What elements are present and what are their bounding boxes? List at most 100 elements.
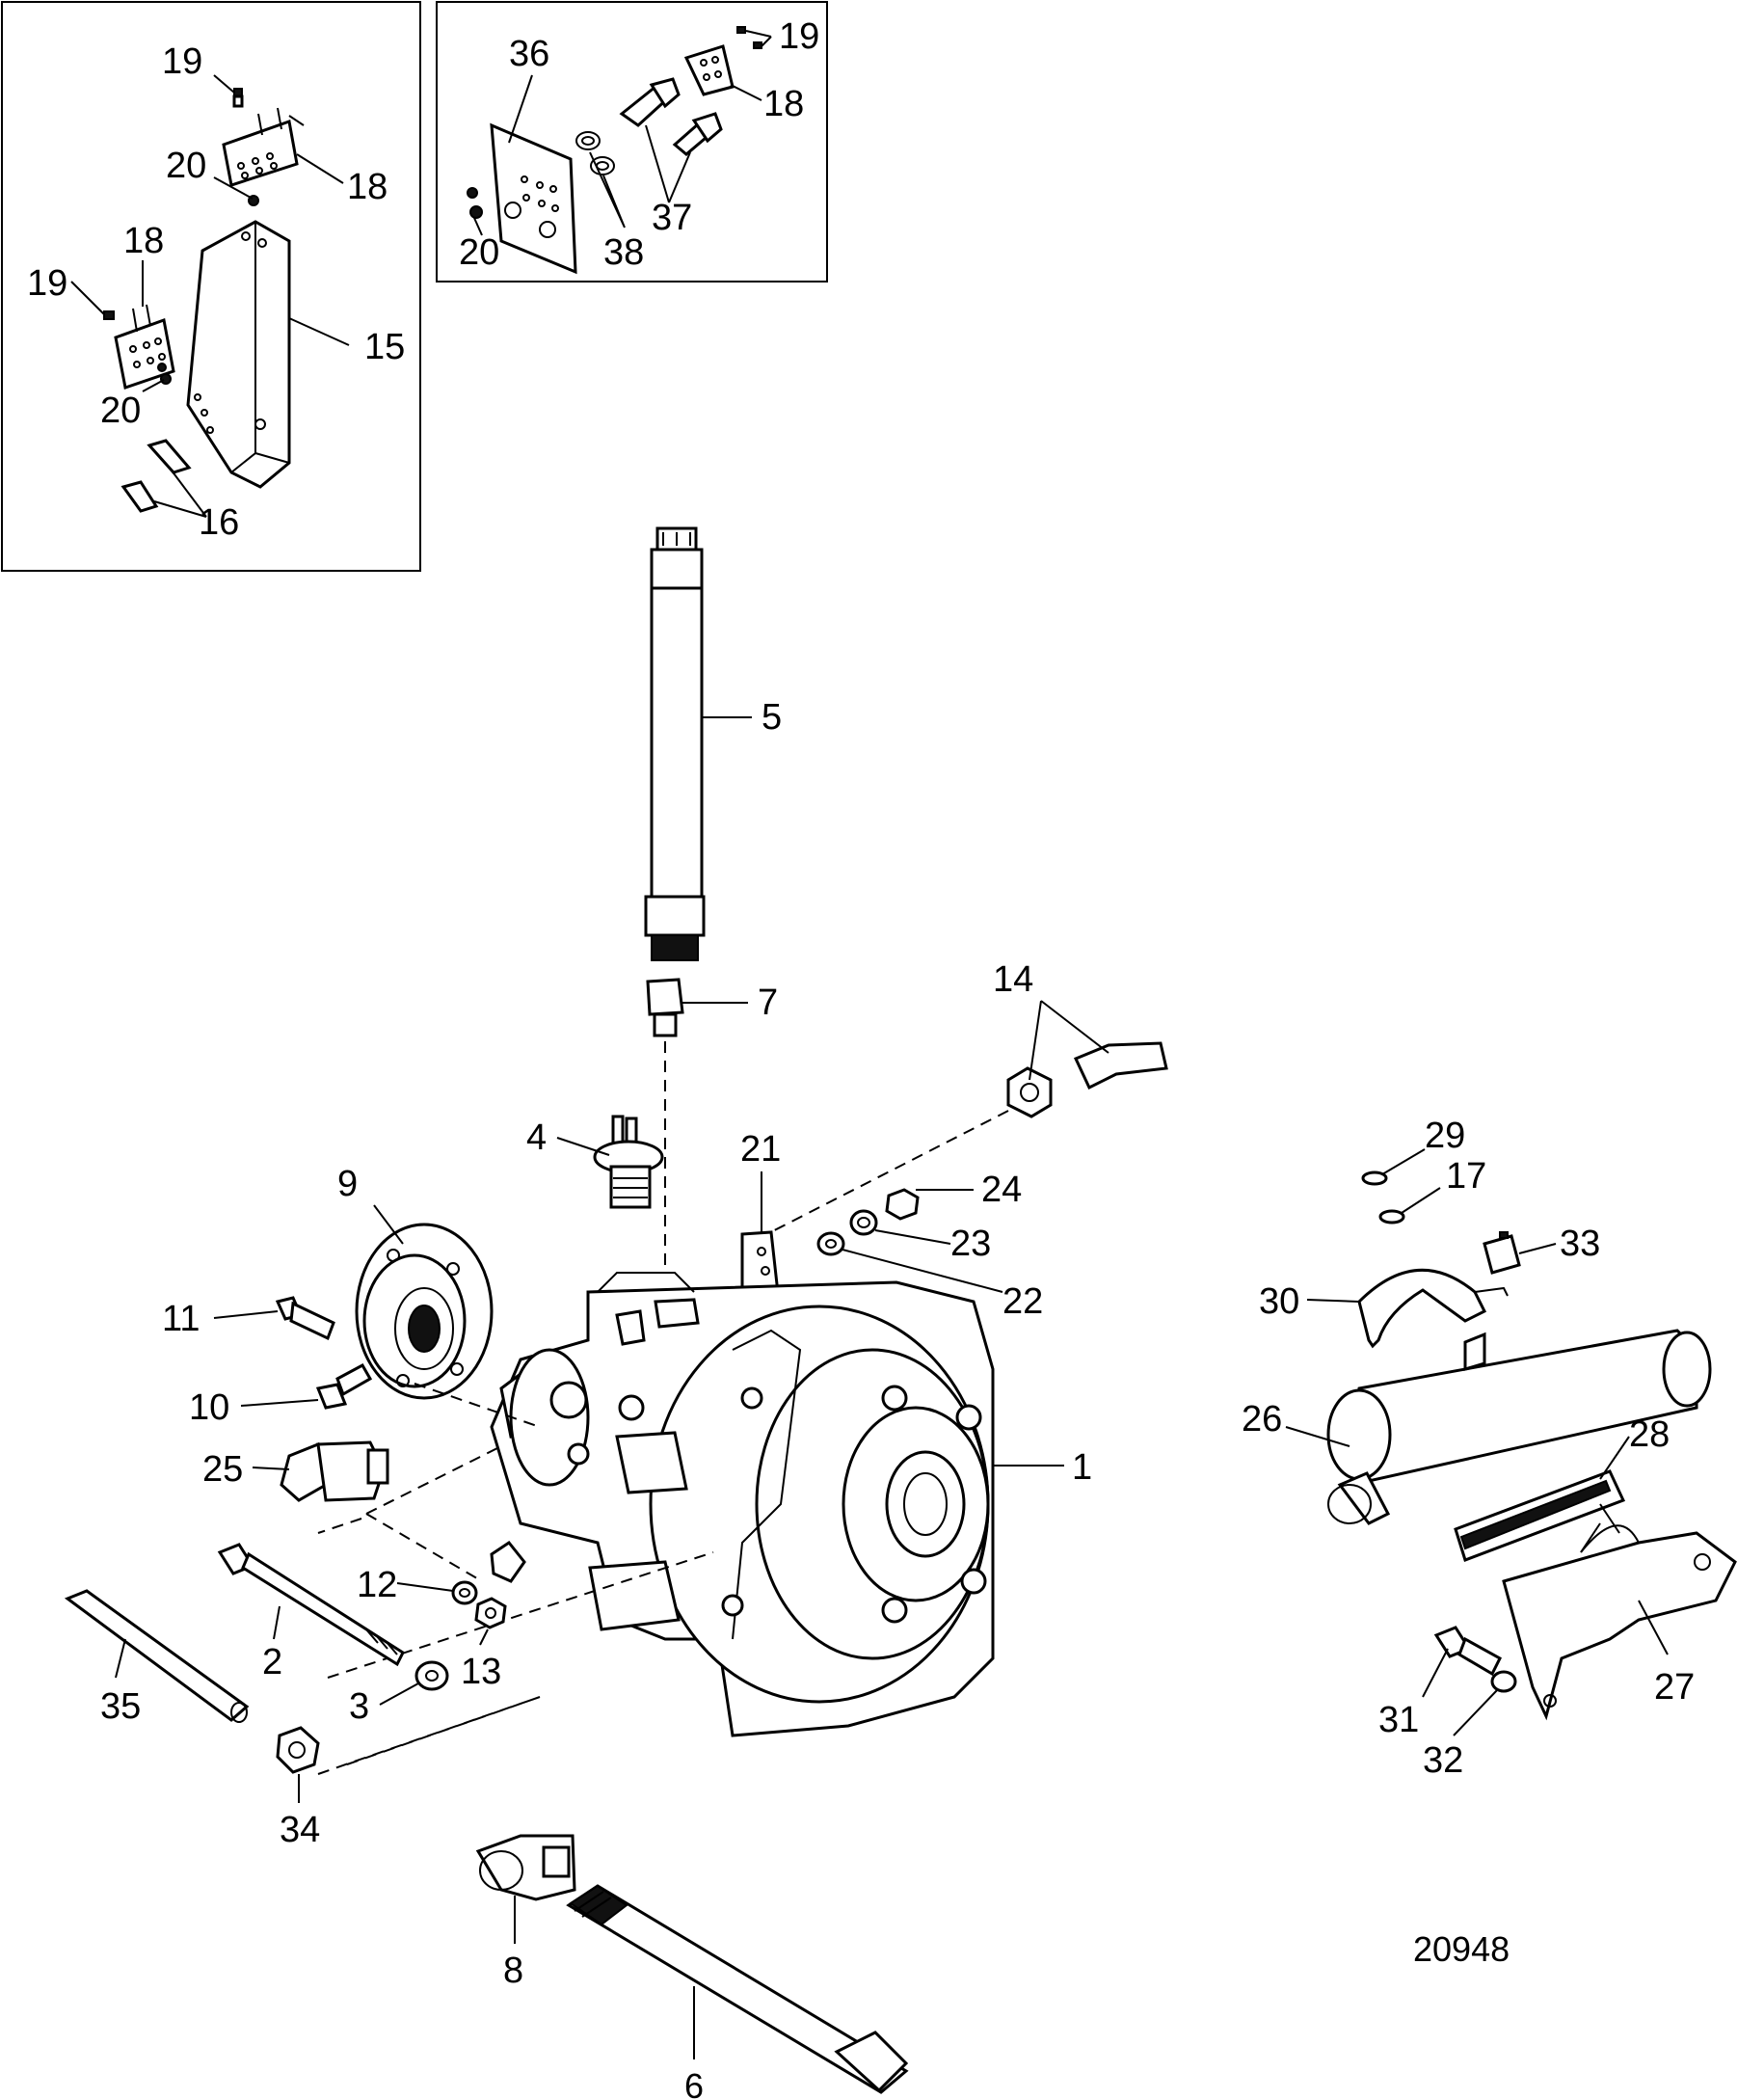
inset-callout-18r: 18 [763, 84, 804, 124]
leader-26 [1285, 1426, 1350, 1447]
inset-callout-19b: 19 [27, 263, 67, 304]
callout-27: 27 [1654, 1667, 1695, 1708]
plate-36-drawing [490, 122, 577, 275]
callout-9: 9 [337, 1164, 358, 1204]
inset-callout-20b: 20 [100, 390, 141, 431]
leader-29 [1381, 1148, 1426, 1175]
inset-box-left [1, 1, 421, 572]
leader-32 [1453, 1688, 1499, 1736]
callout-23: 23 [950, 1224, 991, 1264]
clamp-30-drawing [1357, 1268, 1509, 1349]
leader-28 [1599, 1436, 1630, 1480]
leader-25 [252, 1467, 290, 1470]
oil-cooler-tube-5-drawing [644, 526, 706, 961]
fitting-33-drawing [1483, 1231, 1521, 1275]
stud-bolt-2-drawing [217, 1543, 405, 1667]
leader-14 [1029, 1000, 1109, 1081]
callout-10: 10 [189, 1387, 229, 1428]
callout-21: 21 [740, 1129, 781, 1170]
leader-4 [556, 1137, 610, 1156]
pad-28-drawing [1454, 1469, 1626, 1562]
leader-13 [479, 1628, 489, 1646]
nut-34-drawing [276, 1726, 320, 1774]
leader-22 [842, 1249, 1003, 1293]
inset-callout-36: 36 [509, 34, 549, 74]
callout-1: 1 [1072, 1447, 1092, 1488]
bracket-27-drawing [1502, 1503, 1737, 1721]
washer-12-nut-13-drawing [451, 1580, 507, 1629]
callout-3: 3 [349, 1686, 369, 1727]
callout-28: 28 [1629, 1414, 1670, 1455]
leader-inset-20b [142, 379, 165, 392]
elbow-8-drawing [475, 1834, 576, 1901]
fitting-7-drawing [646, 978, 684, 1037]
callout-5: 5 [762, 697, 782, 738]
callout-7: 7 [758, 982, 778, 1023]
leader-23 [874, 1229, 951, 1245]
sensor-4-drawing [593, 1115, 664, 1209]
inset-callout-37: 37 [652, 198, 692, 238]
inset-callout-38: 38 [603, 232, 644, 273]
leader-inset-19a [213, 74, 235, 94]
inset-callout-18a: 18 [347, 167, 388, 207]
inset-callout-18b: 18 [123, 221, 164, 261]
callout-8: 8 [503, 1951, 523, 1991]
callout-33: 33 [1560, 1224, 1600, 1264]
inset-callout-15: 15 [364, 327, 405, 367]
leader-10 [240, 1399, 319, 1407]
washers-17-29-drawing [1361, 1171, 1405, 1224]
leader-2 [273, 1605, 281, 1640]
leader-3 [379, 1682, 419, 1706]
flange-9-drawing [355, 1223, 494, 1400]
screws-washers-right-inset-drawing [467, 26, 762, 219]
callout-25: 25 [202, 1449, 243, 1490]
inset-callout-20a: 20 [166, 146, 206, 186]
bolt-10-drawing [315, 1362, 373, 1410]
leader-inset-16 [153, 470, 207, 518]
leader-inset-20a [213, 176, 254, 200]
plate-18-upper-drawing [222, 107, 305, 187]
callout-12: 12 [357, 1565, 397, 1605]
callout-2: 2 [262, 1642, 282, 1682]
inset-callout-19a: 19 [162, 41, 202, 82]
leader-31 [1422, 1648, 1449, 1698]
callout-22: 22 [1002, 1281, 1043, 1322]
leader-27 [1638, 1600, 1669, 1655]
callout-32: 32 [1423, 1740, 1463, 1781]
callout-4: 4 [526, 1117, 547, 1158]
leader-inset-36 [508, 74, 533, 144]
leader-33 [1518, 1243, 1557, 1254]
stud-35-drawing [64, 1589, 250, 1723]
callout-34: 34 [280, 1810, 320, 1850]
leader-35 [115, 1638, 126, 1679]
leader-30 [1306, 1299, 1360, 1303]
elbow-14-drawing [1006, 1041, 1168, 1118]
diagram-number: 20948 [1413, 1929, 1510, 1969]
leader-9 [373, 1204, 404, 1245]
leader-inset-15 [288, 317, 350, 346]
inset-callout-16: 16 [199, 502, 239, 543]
callout-17: 17 [1446, 1156, 1486, 1197]
transmission-housing-1-drawing [490, 1272, 995, 1737]
callout-26: 26 [1242, 1399, 1282, 1440]
leader-inset-18r [730, 84, 762, 101]
dash-line-14 [751, 1110, 1009, 1243]
bolt-11-drawing [275, 1296, 335, 1341]
washer-nut-22-24-drawing [816, 1188, 920, 1256]
screws-nuts-left-inset-drawing [103, 88, 259, 513]
callout-11: 11 [162, 1299, 200, 1339]
callout-6: 6 [684, 2066, 704, 2099]
shaft-6-drawing [566, 1884, 909, 2094]
leader-inset-19r [745, 30, 772, 47]
bolt-31-washer-32-drawing [1433, 1626, 1517, 1693]
callout-35: 35 [100, 1686, 141, 1727]
leader-inset-38 [589, 151, 626, 229]
bracket-15-drawing [186, 220, 291, 489]
dash-line-10-25 [317, 1445, 502, 1582]
leader-11 [213, 1310, 279, 1319]
switch-25-drawing [280, 1440, 389, 1502]
callout-13: 13 [461, 1652, 501, 1692]
washer-3-drawing [414, 1660, 449, 1691]
callout-29: 29 [1425, 1116, 1465, 1156]
